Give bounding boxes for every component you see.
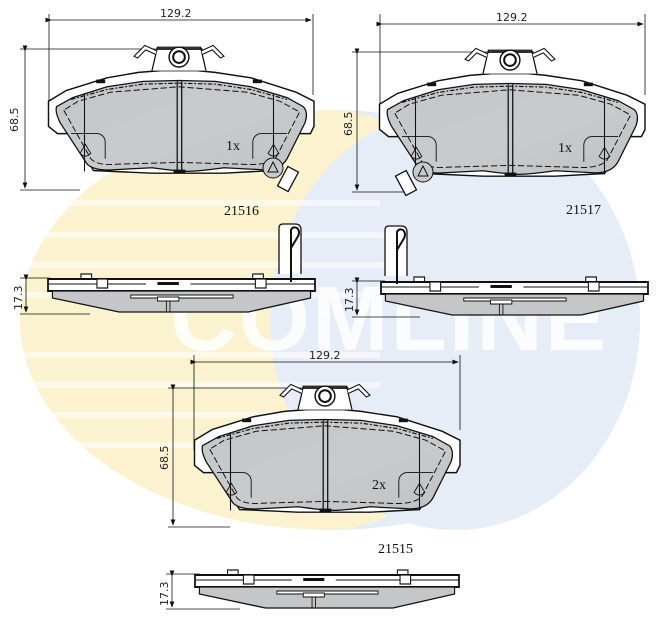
part-21516: 129.2 68.5 1x 21516 (8, 7, 315, 219)
side-view-21516: 17.3 (12, 223, 316, 315)
width-label: 129.2 (496, 11, 528, 24)
thickness-label: 17.3 (12, 286, 25, 311)
quantity-label: 1x (226, 139, 240, 154)
width-dimension: 129.2 (376, 11, 646, 120)
height-label: 68.5 (8, 108, 21, 133)
wear-sensor (262, 157, 300, 193)
quantity-label: 2x (372, 478, 386, 493)
side-view-21515: 17.3 (158, 569, 460, 610)
width-label: 129.2 (160, 7, 192, 20)
part-code: 21515 (378, 542, 413, 557)
thickness-label: 17.3 (343, 288, 356, 313)
thickness-label: 17.3 (158, 582, 171, 607)
height-dimension: 68.5 (342, 48, 495, 193)
part-21515: 129.2 68.5 2x 21515 (158, 349, 461, 557)
height-dimension: 68.5 (8, 45, 160, 191)
width-dimension: 129.2 (45, 7, 314, 120)
wear-sensor (394, 161, 434, 197)
side-view-21517: 17.3 (343, 225, 649, 318)
part-code: 21516 (224, 204, 259, 219)
height-label: 68.5 (158, 446, 171, 471)
part-21517: 129.2 68.5 1x 21517 (342, 11, 646, 218)
part-code: 21517 (566, 203, 601, 218)
width-dimension: 129.2 (190, 349, 461, 450)
height-label: 68.5 (342, 112, 355, 137)
width-label: 129.2 (309, 349, 341, 362)
height-dimension: 68.5 (158, 384, 310, 528)
quantity-label: 1x (558, 141, 572, 156)
